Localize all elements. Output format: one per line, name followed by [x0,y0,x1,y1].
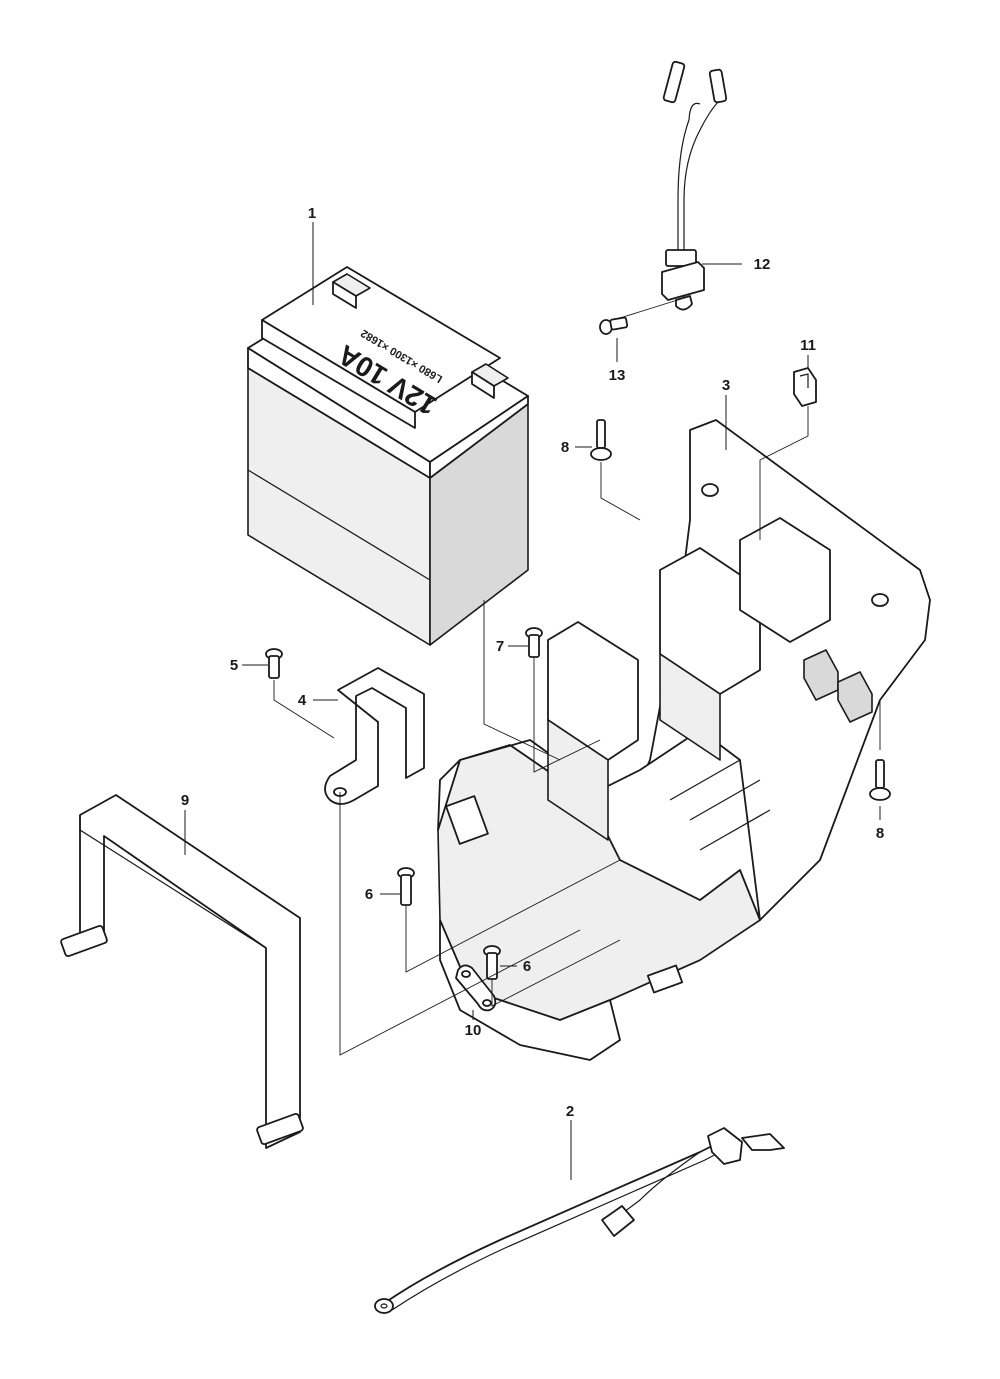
callout-2: 2 [566,1103,574,1120]
screw-part-5[interactable] [265,648,283,679]
callouts: 1 2 3 4 5 6 6 7 8 8 9 10 11 12 13 [181,205,884,1120]
retaining-strap-part-9[interactable] [60,794,304,1149]
callout-12: 12 [754,256,771,273]
callout-4: 4 [298,692,307,709]
clip-part-11[interactable] [793,367,817,407]
leader-lines [184,222,881,1180]
callout-6-left: 6 [365,886,373,903]
callout-3: 3 [722,377,730,394]
callout-5: 5 [230,657,238,674]
wire-harness-part-2[interactable] [374,1127,785,1314]
callout-7: 7 [496,638,504,655]
callout-10: 10 [465,1022,482,1039]
screw-part-6-left[interactable] [397,867,415,906]
sensor-cable-part-12[interactable] [661,60,728,311]
screw-part-7[interactable] [525,627,543,658]
dashed-guides [273,297,881,1056]
battery-tray-part-3[interactable] [437,419,931,1061]
bracket-part-4[interactable] [324,667,425,805]
bolt-part-8-upper[interactable] [590,419,612,461]
callout-13: 13 [609,367,626,384]
screw-part-13[interactable] [599,316,629,335]
link-part-10[interactable] [455,964,497,1012]
callout-6-right: 6 [523,958,531,975]
callout-11: 11 [800,337,816,354]
battery-part-1[interactable]: 12V 10A L680 ×1300 ×1682 [247,266,529,646]
callout-1: 1 [308,205,316,222]
screw-part-6-right[interactable] [483,945,501,980]
callout-9: 9 [181,792,189,809]
bolt-part-8-lower[interactable] [869,759,891,801]
callout-8-lower: 8 [876,825,884,842]
callout-8-upper: 8 [561,439,569,456]
